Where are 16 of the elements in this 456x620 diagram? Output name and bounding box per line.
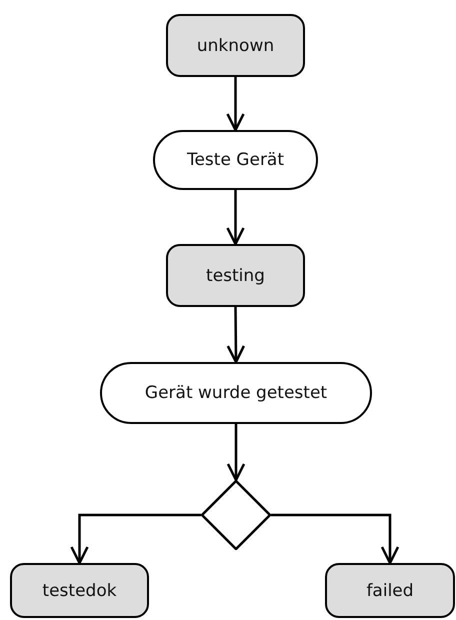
arrow <box>226 190 245 246</box>
state-box <box>166 244 305 307</box>
arrow <box>226 77 245 132</box>
node-label: Gerät wurde getestet <box>144 383 328 403</box>
node-label: Teste Gerät <box>186 150 284 170</box>
node-label: unknown <box>196 36 274 56</box>
arrow <box>271 514 400 564</box>
state-box <box>325 563 455 618</box>
node-label: testedok <box>42 580 117 600</box>
arrow <box>226 306 246 364</box>
arrow <box>70 514 201 564</box>
node-label: failed <box>366 580 414 600</box>
arrow <box>226 424 246 482</box>
state-box <box>10 563 149 618</box>
state-box <box>166 14 305 77</box>
node-label: testing <box>206 266 265 286</box>
